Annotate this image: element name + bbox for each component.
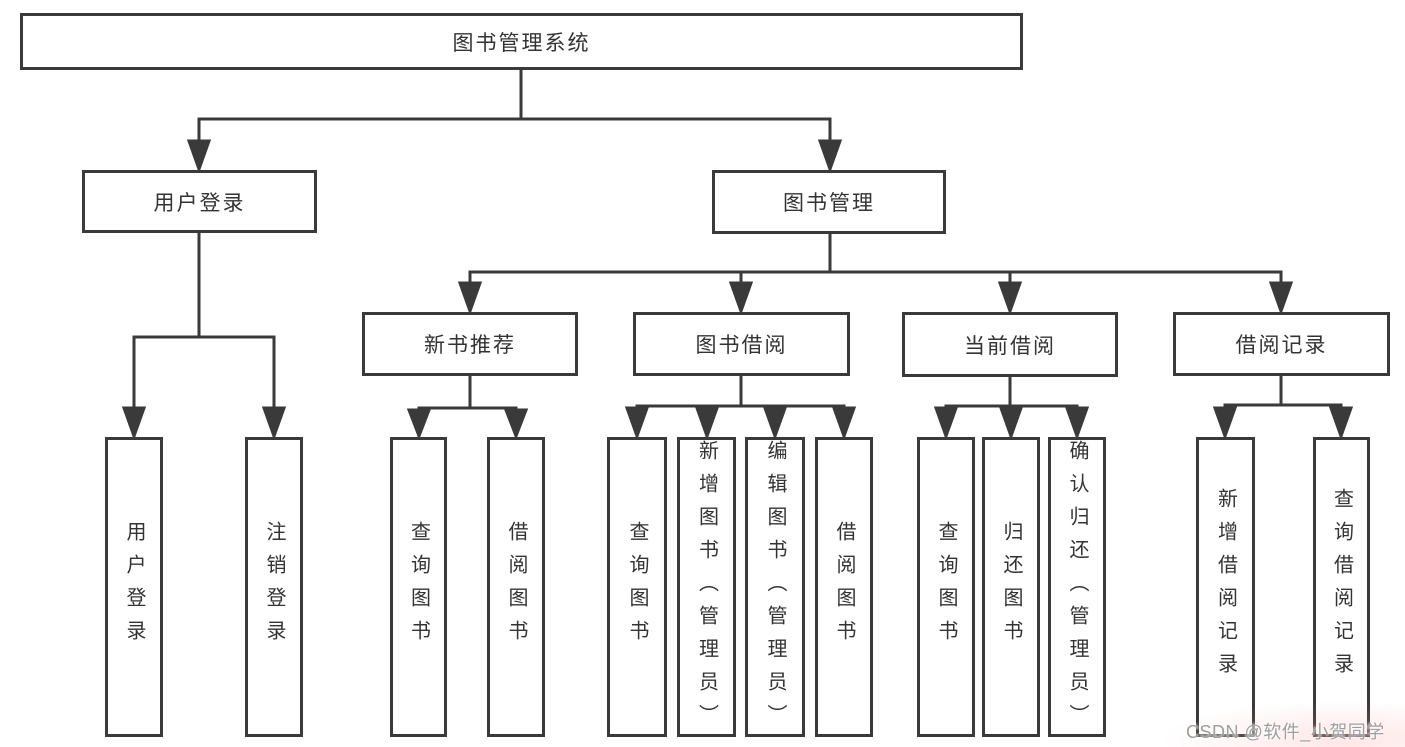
leaf-label: 查询图书	[407, 521, 430, 653]
node-user-login: 用户登录	[82, 170, 317, 233]
arrowhead	[728, 281, 754, 316]
arrowhead	[121, 406, 147, 441]
arrowhead	[186, 139, 212, 174]
leaf-query-books-recommend: 查询图书	[390, 437, 447, 737]
leaf-borrow-books: 借阅图书	[815, 437, 873, 737]
node-root: 图书管理系统	[20, 13, 1023, 70]
watermark: CSDN @软件_小贺同学	[1186, 722, 1385, 742]
arrowhead	[762, 406, 788, 441]
node-book-borrow: 图书借阅	[633, 312, 850, 376]
arrowhead	[997, 281, 1023, 316]
leaf-query-books-current: 查询图书	[917, 437, 975, 737]
leaf-edit-books-admin: 编辑图书（管理员）	[745, 437, 805, 737]
arrowhead	[694, 406, 720, 441]
node-user-login-label: 用户登录	[153, 191, 246, 215]
leaf-label: 查询图书	[626, 521, 648, 653]
node-current-borrow-label: 当前借阅	[964, 334, 1056, 358]
leaf-label: 编辑图书（管理员）	[764, 440, 786, 737]
node-book-management: 图书管理	[712, 170, 946, 234]
leaf-label: 查询借阅记录	[1330, 488, 1353, 686]
arrowhead	[933, 406, 959, 441]
leaf-label: 归还图书	[1000, 521, 1022, 653]
node-new-book-recommend: 新书推荐	[362, 312, 578, 376]
node-book-borrow-label: 图书借阅	[695, 334, 788, 357]
leaf-user-login: 用户登录	[105, 437, 163, 737]
node-root-label: 图书管理系统	[452, 31, 591, 55]
leaf-confirm-return-admin: 确认归还（管理员）	[1048, 437, 1106, 737]
leaf-label: 查询图书	[935, 521, 957, 653]
node-current-borrow: 当前借阅	[902, 312, 1118, 377]
leaf-label: 新增借阅记录	[1214, 488, 1237, 686]
arrowhead	[503, 408, 529, 441]
leaf-label: 借阅图书	[505, 521, 527, 653]
leaf-add-borrow-record: 新增借阅记录	[1196, 437, 1255, 737]
arrowhead	[261, 406, 287, 441]
arrowhead	[1064, 406, 1090, 441]
node-borrow-records-label: 借阅记录	[1235, 334, 1328, 357]
node-new-book-recommend-label: 新书推荐	[424, 334, 516, 357]
leaf-query-books-borrow: 查询图书	[607, 437, 667, 737]
arrowhead	[457, 281, 483, 316]
leaf-return-books: 归还图书	[982, 437, 1040, 737]
leaf-user-login-label: 用户登录	[123, 521, 145, 653]
node-book-management-label: 图书管理	[783, 192, 875, 215]
arrowhead	[831, 406, 857, 441]
leaf-logout-label: 注销登录	[263, 521, 285, 653]
arrowhead	[998, 406, 1024, 441]
leaf-label: 确认归还（管理员）	[1066, 440, 1088, 737]
leaf-label: 新增图书（管理员）	[695, 440, 718, 737]
arrowhead	[406, 408, 432, 441]
node-borrow-records: 借阅记录	[1173, 312, 1390, 376]
leaf-query-borrow-record: 查询借阅记录	[1313, 437, 1370, 737]
arrowhead	[624, 406, 650, 441]
leaf-label: 借阅图书	[833, 521, 855, 653]
arrowhead	[817, 139, 843, 174]
arrowhead	[1328, 406, 1354, 441]
leaf-borrow-books-recommend: 借阅图书	[487, 437, 545, 737]
leaf-logout: 注销登录	[245, 437, 303, 737]
leaf-add-books-admin: 新增图书（管理员）	[677, 437, 736, 737]
arrowhead	[1268, 281, 1294, 316]
arrowhead	[1212, 406, 1238, 441]
